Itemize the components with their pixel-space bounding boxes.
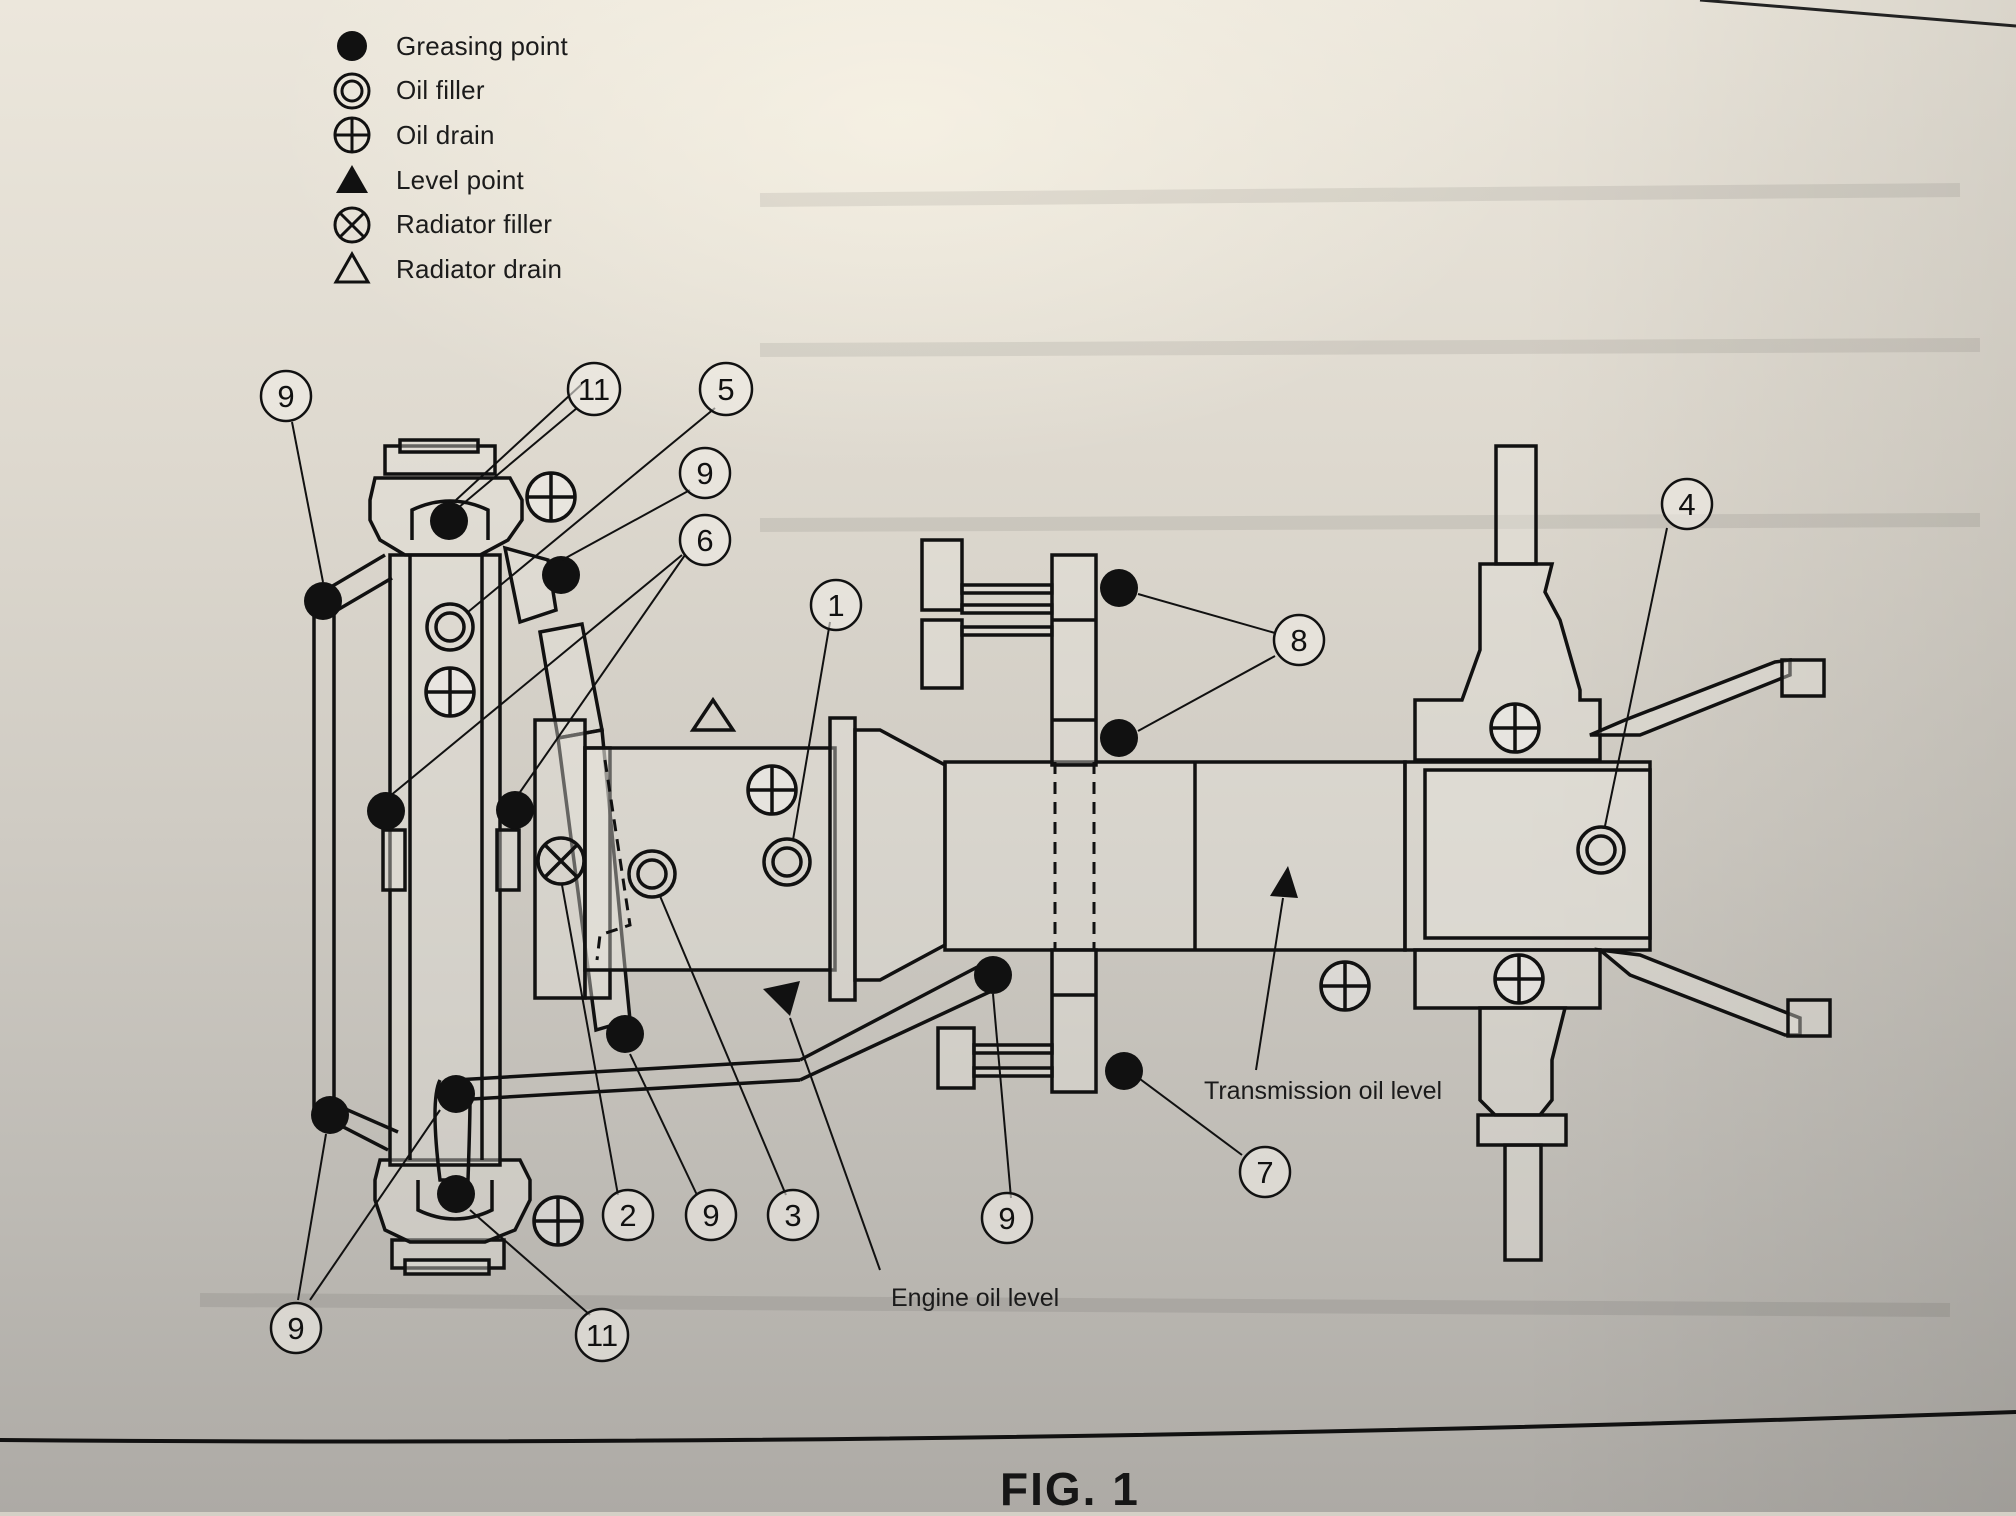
callout-9: 9 [277,379,294,414]
callout-2: 2 [619,1198,636,1233]
radiator-drain-icon [333,251,371,284]
engine-oil-level-label: Engine oil level [891,1284,1060,1312]
callout-4: 4 [1678,487,1695,522]
radiator-filler-icon [333,206,371,244]
legend-label: Radiator filler [396,209,553,240]
steering-cylinder [502,545,632,1033]
legend-label: Oil drain [396,119,495,150]
legend-label: Level point [396,164,524,195]
bottom-rule [0,1410,2016,1444]
callout-circles [259,361,1714,1363]
callout-6: 6 [696,523,713,558]
legend-item-radiator-drain: Radiator drain [330,247,650,292]
callout-1: 1 [827,588,844,623]
engine-level-point-symbol [763,981,800,1016]
callout-9: 9 [696,456,713,491]
callout-11: 11 [586,1318,618,1353]
callout-8: 8 [1290,623,1307,658]
legend-item-oil-drain: Oil drain [330,113,650,158]
radiator-filler-symbol [536,836,586,886]
hub-detail [410,499,494,1221]
bleed-through-text [199,183,1981,1317]
oil-drain-icon [333,116,371,154]
greasing-point-icon [337,31,367,62]
transmission-level-point-symbol [1270,866,1298,898]
callout-9: 9 [287,1311,304,1346]
oil-filler-icon [333,72,371,110]
legend: Greasing point Oil filler Oil drain Leve… [330,24,650,292]
pedal-assembly [920,538,1098,1094]
level-point-icon [336,165,368,194]
callout-7: 7 [1256,1155,1273,1190]
drag-link [433,961,999,1182]
transmission-housing [943,760,1652,952]
radiator [533,718,612,1000]
callout-numbers: 9 11 5 9 6 1 4 8 7 9 2 9 3 9 11 [277,372,1695,1353]
legend-item-level-point: Level point [330,158,650,203]
tie-rod [312,553,399,1152]
dashed-shaft [1053,762,1096,950]
callout-11: 11 [578,372,610,407]
callout-9: 9 [702,1198,719,1233]
callout-9: 9 [998,1201,1015,1236]
transmission-oil-level-label: Transmission oil level [1204,1077,1443,1105]
legend-item-radiator-filler: Radiator filler [330,202,650,247]
hitch-arms [1589,658,1832,1038]
legend-label: Greasing point [396,30,568,61]
legend-label: Oil filler [396,75,485,106]
legend-item-greasing-point: Greasing point [330,24,650,69]
front-axle [368,438,532,1276]
callout-5: 5 [717,372,734,407]
page-edge-line [1699,0,2016,28]
legend-item-oil-filler: Oil filler [330,69,650,114]
legend-label: Radiator drain [396,253,563,284]
figure-title: FIG. 1 [1000,1463,1140,1515]
callout-3: 3 [784,1198,801,1233]
radiator-hose-dashed [595,759,632,961]
leader-lines [291,383,1668,1316]
radiator-drain-symbol [689,696,737,732]
